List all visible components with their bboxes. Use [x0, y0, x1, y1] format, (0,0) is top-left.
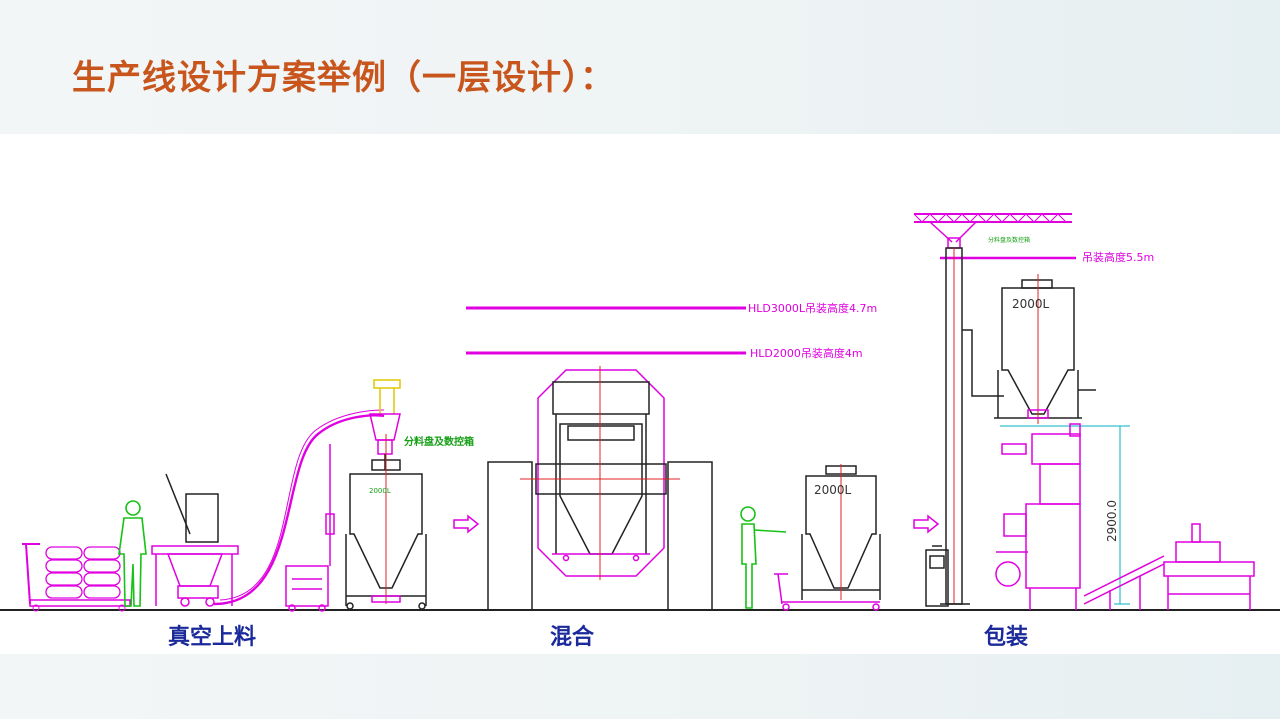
pallet-jack-middle [774, 573, 880, 611]
vacuum-pump-cabinet [285, 444, 335, 612]
operator-figure-left [118, 500, 147, 607]
elevated-ibc-tank [994, 274, 1096, 424]
hoist-column [940, 247, 1004, 605]
vacuum-hose-inner [219, 409, 385, 601]
ibc-tank-stage1 [345, 434, 427, 610]
vacuum-hopper-top [369, 379, 401, 470]
pallet-jack-with-bags [22, 543, 131, 612]
operator-figure-middle [740, 506, 787, 609]
hld2000-height-label: HLD2000吊装高度4m [750, 346, 863, 360]
small-tank-label: 2000L [369, 487, 391, 495]
dimension-2900 [1000, 425, 1130, 605]
output-conveyor [1083, 555, 1165, 610]
packaging-machine [995, 423, 1081, 610]
vacuum-hose [213, 414, 385, 606]
slide-title: 生产线设计方案举例（一层设计）： [72, 58, 615, 98]
stage-label-mixing: 混合 [550, 624, 595, 650]
tank-capacity-label-stage2: 2000L [814, 483, 852, 497]
ibc-tank-stage2 [801, 464, 881, 600]
hoist-truss [913, 213, 1076, 260]
flow-arrow-2 [913, 514, 940, 534]
stage-label-packaging: 包装 [984, 624, 1028, 650]
production-line-drawing: 分料盘及数控箱 2000L HLD3000L吊装高度4.7m HLD2000吊装… [0, 134, 1280, 654]
tank-capacity-label-packaging: 2000L [1012, 297, 1050, 311]
hld3000-height-label: HLD3000L吊装高度4.7m [748, 301, 877, 315]
control-cabinet [925, 545, 949, 607]
diverter-label: 分料盘及数控箱 [404, 435, 474, 448]
checkweigher-table [1163, 523, 1255, 610]
hoist-note: 分料盘及数控箱 [988, 236, 1030, 244]
vacuum-feeder-station [151, 473, 239, 607]
hoist-height-label: 吊装高度5.5m [1082, 250, 1154, 264]
post-hopper-blender [487, 366, 713, 611]
production-line-svg: 分料盘及数控箱 2000L HLD3000L吊装高度4.7m HLD2000吊装… [0, 213, 1280, 650]
stage-label-vacuum-loading: 真空上料 [168, 624, 256, 650]
dimension-2900-label: 2900.0 [1105, 500, 1119, 542]
flow-arrow-1 [453, 514, 480, 534]
